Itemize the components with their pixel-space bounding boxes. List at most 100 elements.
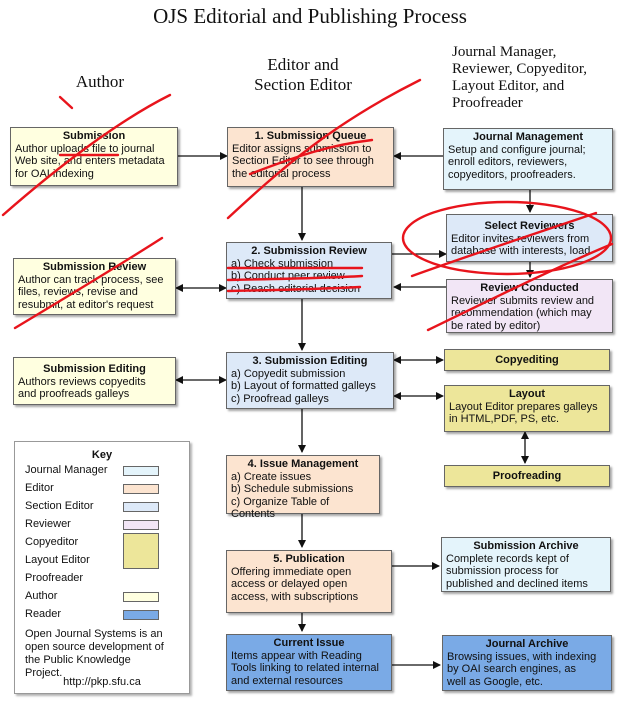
journal-management-box: Journal Management Setup and configure j… xyxy=(443,128,613,190)
review-conducted-box: Review Conducted Reviewer submits review… xyxy=(446,279,613,333)
key-label: Reviewer xyxy=(25,518,71,530)
box-line: be rated by editor) xyxy=(451,319,541,332)
red-strike-review-conducted xyxy=(426,242,614,332)
box-title: Review Conducted xyxy=(480,282,579,294)
box-line: enroll editors, reviewers, xyxy=(448,156,568,168)
issue-management-box: 4. Issue Management a) Create issues b) … xyxy=(226,455,380,520)
box-line: access or delayed open xyxy=(231,578,348,590)
key-swatch-editor xyxy=(123,484,159,494)
box-line: Setup and configure journal; xyxy=(448,143,586,156)
column-header-jm-line: Journal Manager, xyxy=(452,44,557,60)
box-title: Submission xyxy=(62,130,126,142)
box-title: Journal Archive xyxy=(485,638,569,650)
box-line: c) Organize Table of Contents xyxy=(231,495,330,521)
submission-editing-box: 3. Submission Editing a) Copyedit submis… xyxy=(226,352,394,409)
key-label: Section Editor xyxy=(25,500,94,512)
key-label: Author xyxy=(25,590,58,602)
publication-box: 5. Publication Offering immediate open a… xyxy=(226,550,392,613)
column-header-jm-line: Proofreader xyxy=(452,95,523,111)
key-label: Editor xyxy=(25,482,54,494)
box-line: published and declined items xyxy=(446,577,588,590)
box-line: for OAI indexing xyxy=(15,167,94,180)
key-note-line: Project. xyxy=(25,667,63,679)
box-line: a) Create issues xyxy=(231,470,312,483)
red-strike-peer-review xyxy=(226,274,364,282)
key-label: Reader xyxy=(25,608,62,620)
box-line: Section Editor to see through xyxy=(232,155,374,167)
key-note-line: Open Journal Systems is an xyxy=(25,628,163,640)
box-title: 1. Submission Queue xyxy=(254,130,367,142)
box-line: resubmit, at editor's request xyxy=(18,298,154,311)
legend-key: Key Journal Manager Editor Section Edito… xyxy=(14,441,190,694)
red-circle-select-reviewers xyxy=(401,200,613,276)
key-note-line: the Public Knowledge xyxy=(25,654,131,666)
key-label: Proofreader xyxy=(25,572,84,584)
key-swatch-journal-manager xyxy=(123,466,159,476)
column-header-editor-line: Section Editor xyxy=(254,75,352,94)
box-line: a) Check submission xyxy=(231,257,334,270)
red-strike-decision xyxy=(226,285,362,293)
red-strike-select-reviewers xyxy=(410,211,598,278)
box-title: Current Issue xyxy=(273,637,345,649)
key-swatch-author xyxy=(123,592,159,602)
key-note-line: open source development of xyxy=(25,641,164,653)
key-title: Key xyxy=(91,449,113,461)
box-line: Reviewer submits review and xyxy=(451,294,595,307)
box-line: a) Copyedit submission xyxy=(231,367,346,380)
box-line: Complete records kept of xyxy=(446,552,569,565)
key-label: Layout Editor xyxy=(25,554,90,566)
column-header-editor-line: Editor and xyxy=(267,55,339,74)
column-header-author-text: Author xyxy=(75,72,125,91)
key-label: Copyeditor xyxy=(25,536,79,548)
key-url: http://pkp.sfu.ca xyxy=(63,676,141,688)
box-line: files, reviews, revise and xyxy=(18,286,138,298)
box-line: Layout Editor prepares galleys xyxy=(449,400,598,413)
column-header-jm: Journal Manager, Reviewer, Copyeditor, L… xyxy=(452,44,620,112)
current-issue-box: Current Issue Items appear with Reading … xyxy=(226,634,392,691)
box-line: c) Proofread galleys xyxy=(231,392,329,405)
red-strike-queue-text xyxy=(248,138,374,176)
box-line: and external resources xyxy=(231,674,343,687)
box-line: recommendation (which may xyxy=(451,307,592,319)
box-line: Offering immediate open xyxy=(231,565,352,578)
key-note: Open Journal Systems is an open source d… xyxy=(25,628,164,680)
box-title: Proofreading xyxy=(492,470,562,482)
red-strike-author-submission xyxy=(1,93,172,217)
box-line: database with interests, load xyxy=(451,245,591,257)
box-line: in HTML,PDF, PS, etc. xyxy=(449,413,560,425)
column-header-editor: Editor and Section Editor xyxy=(228,55,378,95)
box-title: 4. Issue Management xyxy=(247,458,359,470)
box-title: Copyediting xyxy=(495,354,559,366)
box-line: Web site, and enters metadata xyxy=(15,155,165,167)
box-line: b) Schedule submissions xyxy=(231,483,354,495)
box-line: Tools linking to related internal xyxy=(231,662,379,674)
layout-box: Layout Layout Editor prepares galleys in… xyxy=(444,385,610,432)
key-label: Journal Manager xyxy=(25,464,108,476)
box-title: Layout xyxy=(508,388,546,400)
column-header-jm-line: Reviewer, Copyeditor, xyxy=(452,61,588,77)
red-strike-author-review xyxy=(13,236,164,330)
box-line: b) Layout of formatted galleys xyxy=(231,380,376,392)
red-tick-mark xyxy=(58,95,74,110)
proofreading-box: Proofreading xyxy=(444,465,610,487)
column-header-author: Author xyxy=(40,72,160,92)
key-swatch-copy-layout-proof xyxy=(123,533,159,569)
author-submission-review-box: Submission Review Author can track proce… xyxy=(13,258,176,315)
box-title: 5. Publication xyxy=(273,553,345,565)
box-line: Author can track process, see xyxy=(18,273,164,286)
box-line: Authors reviews copyedits xyxy=(18,375,146,388)
box-title: 3. Submission Editing xyxy=(252,355,368,367)
box-title: Journal Management xyxy=(472,131,584,143)
key-swatch-section-editor xyxy=(123,502,159,512)
box-title: 2. Submission Review xyxy=(251,245,367,257)
copyediting-box: Copyediting xyxy=(444,349,610,371)
box-line: Browsing issues, with indexing xyxy=(447,650,597,663)
box-line: and proofreads galleys xyxy=(18,388,130,400)
box-title: Submission Editing xyxy=(43,363,146,375)
diagram-title: OJS Editorial and Publishing Process xyxy=(153,4,467,28)
box-title: Submission Archive xyxy=(473,540,579,552)
submission-archive-box: Submission Archive Complete records kept… xyxy=(441,537,611,592)
submission-queue-box: 1. Submission Queue Editor assigns submi… xyxy=(227,127,394,187)
box-line: by OAI search engines, as xyxy=(447,663,577,675)
